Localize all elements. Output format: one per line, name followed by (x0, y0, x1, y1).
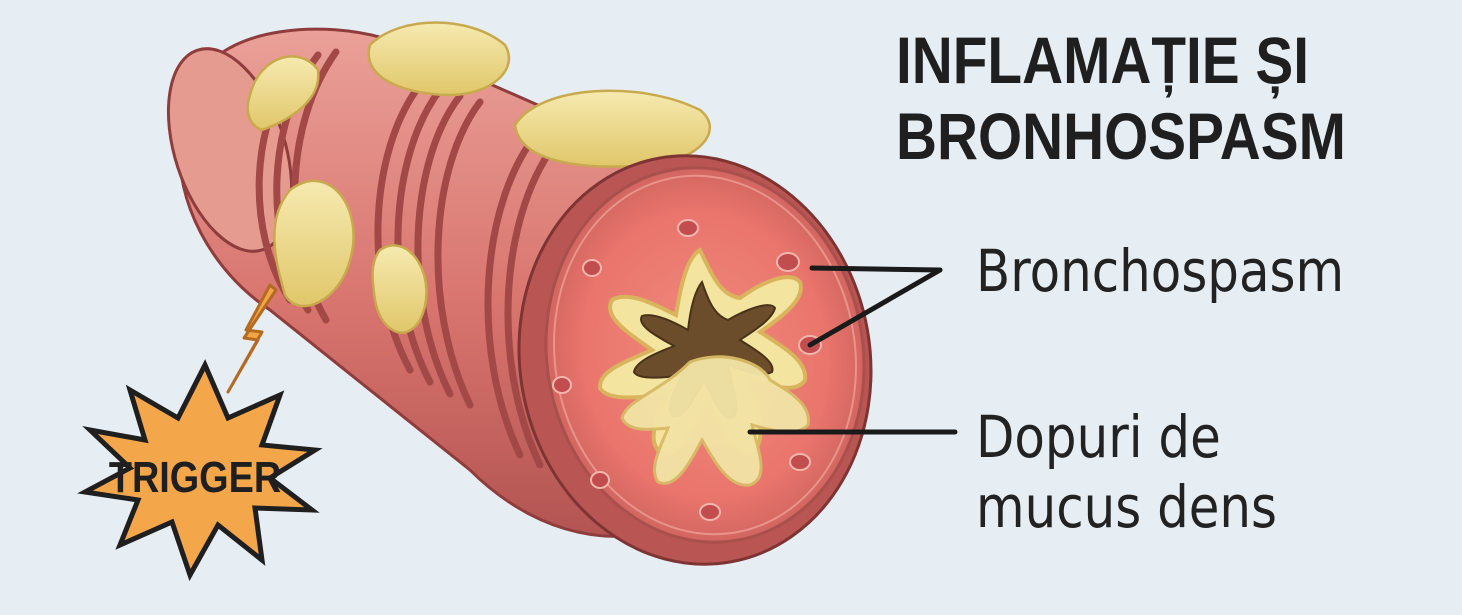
trigger-label: TRIGGER (109, 452, 281, 501)
label-mucus-plugs: Dopuri de mucus dens (976, 402, 1277, 542)
title-line-2: BRONHOSPASM (896, 98, 1378, 174)
trigger-burst: TRIGGER (85, 365, 315, 575)
label-mucus-line-1: Dopuri de (976, 402, 1277, 472)
title-line-1: INFLAMAȚIE ȘI (896, 22, 1378, 98)
label-mucus-line-2: mucus dens (976, 472, 1277, 542)
diagram-title: INFLAMAȚIE ȘI BRONHOSPASM (896, 22, 1378, 174)
lightning-bolt-icon (228, 285, 276, 392)
label-bronchospasm: Bronchospasm (976, 236, 1344, 306)
